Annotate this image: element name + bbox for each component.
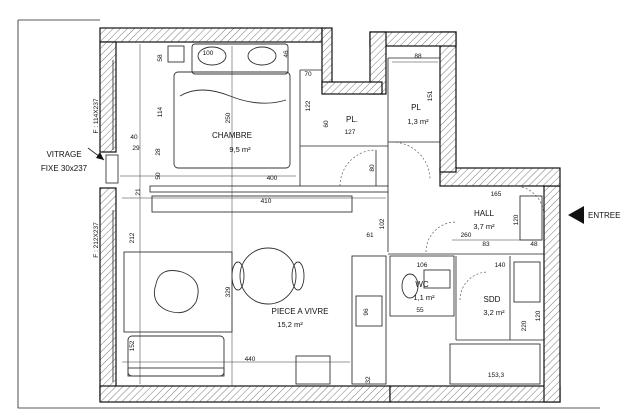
- chair-left: [231, 261, 245, 291]
- dim-127: 127: [345, 129, 356, 136]
- dim-32: 32: [365, 376, 372, 384]
- dim-152: 152: [129, 340, 136, 351]
- vitrage-label-line1: VITRAGE: [46, 150, 81, 159]
- dim-106: 106: [417, 262, 428, 269]
- room-piece-name: PIECE A VIVRE: [272, 307, 329, 316]
- dim-165: 165: [491, 191, 502, 198]
- entree-arrow-icon: [568, 206, 584, 224]
- room-hall-name: HALL: [474, 209, 495, 218]
- door-entree-arc: [513, 185, 545, 217]
- dim-102: 102: [379, 218, 386, 229]
- washbasin: [513, 261, 541, 303]
- dim-80: 80: [369, 164, 376, 172]
- dim-220: 220: [521, 320, 528, 331]
- room-chambre-area: 9,5 m²: [229, 145, 251, 154]
- room-chambre-name: CHAMBRE: [212, 131, 252, 140]
- dim-212: 212: [129, 232, 136, 243]
- sofa: [127, 335, 225, 377]
- bed-duvet: [179, 89, 287, 104]
- hall-cabinet: [519, 195, 543, 241]
- dim-60: 60: [323, 120, 330, 128]
- dim-48: 48: [530, 241, 538, 248]
- nightstand: [167, 45, 185, 63]
- room-pl1-area: 1,3 m²: [407, 117, 429, 126]
- dim-151: 151: [427, 90, 434, 101]
- dim-114: 114: [157, 106, 164, 117]
- room-wc-name: WC: [415, 280, 429, 289]
- room-pl2-name: PL.: [346, 115, 358, 124]
- dim-260: 260: [461, 232, 472, 239]
- wall-top-chambre: [99, 27, 323, 43]
- room-piece-area: 15,2 m²: [277, 320, 303, 329]
- dim-40: 40: [130, 134, 138, 141]
- dim-58: 58: [157, 54, 164, 62]
- wall-right-pl: [439, 31, 457, 173]
- entree-label: ENTREE: [588, 211, 620, 220]
- door-sdd-arc: [459, 271, 489, 301]
- wall-notch-step: [321, 81, 383, 95]
- room-hall-area: 3,7 m²: [473, 222, 495, 231]
- wall-left-upper: [99, 41, 117, 153]
- dim-100: 100: [203, 50, 214, 57]
- dining-table: [239, 247, 297, 305]
- dim-329: 329: [225, 286, 232, 297]
- dim-21: 21: [135, 188, 142, 196]
- dim-61: 61: [366, 232, 374, 239]
- wc-basin: [423, 269, 451, 289]
- dim-55: 55: [416, 307, 424, 314]
- dim-83: 83: [482, 241, 490, 248]
- dim-50: 50: [155, 172, 162, 180]
- coffee-table: [153, 270, 199, 314]
- wall-bottom: [99, 385, 391, 403]
- dim-410: 410: [261, 198, 272, 205]
- dim-96: 96: [363, 308, 370, 316]
- dim-120-hall: 120: [513, 214, 520, 225]
- window-bottom-label: F : 212X237: [93, 222, 100, 258]
- dim-153-3: 153,3: [488, 372, 505, 379]
- dim-122: 122: [305, 100, 312, 111]
- door-pl-arc: [391, 141, 431, 181]
- dim-250: 250: [225, 112, 232, 123]
- pillow-left: [197, 46, 227, 66]
- low-cabinet: [151, 195, 353, 213]
- dim-400: 400: [267, 175, 278, 182]
- partition-wc: [389, 255, 455, 317]
- bathtub: [449, 343, 541, 385]
- dim-120-sdd: 120: [535, 310, 542, 321]
- wall-bottom-right: [389, 385, 561, 403]
- window-top-label: F : 114X237: [93, 98, 100, 133]
- property-boundary-line: [17, 20, 600, 409]
- dim-440: 440: [245, 356, 256, 363]
- vitrage-label-line2: FIXE 30x237: [41, 164, 88, 173]
- dim-46: 46: [283, 50, 290, 58]
- kitchen-counter: [351, 255, 387, 385]
- dim-28: 28: [155, 148, 162, 156]
- pillow-right: [247, 46, 277, 66]
- dim-140: 140: [495, 262, 506, 269]
- room-sdd-name: SDD: [484, 295, 501, 304]
- dim-70: 70: [304, 71, 312, 78]
- kitchen-sink: [355, 295, 383, 327]
- chair-right: [291, 261, 305, 291]
- dim-29: 29: [132, 145, 140, 152]
- dim-88: 88: [414, 53, 422, 60]
- vitrage-arrow-head: [96, 152, 104, 160]
- wall-left-lower: [99, 187, 117, 401]
- room-pl1-name: PL: [411, 103, 421, 112]
- door-hall-arc: [425, 221, 457, 253]
- room-sdd-area: 3,2 m²: [483, 308, 505, 317]
- bed-headboard: [191, 43, 289, 75]
- wall-right-entree: [439, 167, 561, 187]
- wall-notch-top: [321, 27, 333, 91]
- vitrage-fixe: [105, 154, 119, 184]
- partition-chambre-piece: [149, 185, 389, 193]
- sofa-back: [127, 367, 225, 377]
- wall-right-lower: [543, 185, 561, 403]
- toilet: [401, 273, 419, 299]
- door-chambre-arc: [339, 149, 377, 187]
- room-wc-area: 1,1 m²: [413, 293, 435, 302]
- tall-unit: [295, 355, 331, 385]
